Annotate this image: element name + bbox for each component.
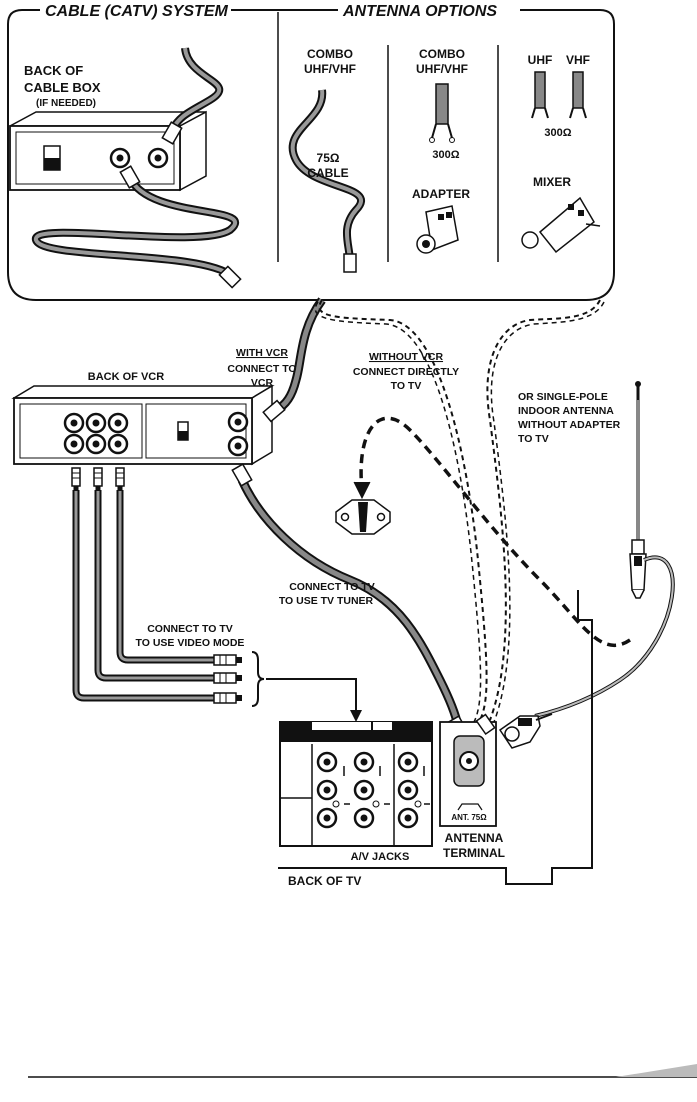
separate-uhf-vhf-option: UHF VHF 300Ω MIXER <box>521 53 601 254</box>
vcr-jack <box>63 412 85 434</box>
adapter-icon <box>416 205 459 254</box>
rca-plug-icon <box>71 467 81 492</box>
brace <box>251 651 265 707</box>
antenna-terminal-line-2: TERMINAL <box>443 846 505 860</box>
combo-300-label-2: UHF/VHF <box>416 62 468 76</box>
with-vcr-label: WITH VCR <box>236 347 288 359</box>
vcr-jack <box>63 433 85 455</box>
av-jacks-label: A/V JACKS <box>351 851 410 863</box>
antenna-options-header: ANTENNA OPTIONS <box>342 3 497 20</box>
combo-300-ohm: 300Ω <box>432 149 459 161</box>
back-of-tv-label: BACK OF TV <box>288 874 361 888</box>
single-pole-line-3: WITHOUT ADAPTER <box>518 419 621 431</box>
cable-box-label-2: CABLE BOX <box>24 80 101 95</box>
cable-box-label-1: BACK OF <box>24 63 83 78</box>
cable-box: BACK OF CABLE BOX (IF NEEDED) <box>9 63 207 192</box>
vcr-jack <box>107 412 129 434</box>
tv-back: A/V JACKS BACK OF TV ANT. 75Ω ANTENNA TE… <box>278 590 593 888</box>
mixer-icon <box>521 196 601 254</box>
combo-75-cable: CABLE <box>307 166 348 180</box>
adapter-label: ADAPTER <box>412 187 470 201</box>
flat-adapter-icon <box>335 499 391 535</box>
with-vcr-vcr: VCR <box>251 377 274 389</box>
twin-lead-icon <box>435 83 449 125</box>
single-pole-line-4: TO TV <box>518 433 549 445</box>
rca-plug-icon <box>213 672 243 684</box>
cable-system-header: CABLE (CATV) SYSTEM <box>45 3 228 20</box>
without-vcr-connect-directly: CONNECT DIRECTLY <box>353 366 459 378</box>
vcr-jack <box>85 412 107 434</box>
rca-plug-icon <box>115 467 125 492</box>
video-mode-line-2: TO USE VIDEO MODE <box>136 637 245 649</box>
antenna-terminal-line-1: ANTENNA <box>445 831 504 845</box>
page-corner-tab <box>616 1064 697 1077</box>
mixer-label: MIXER <box>533 175 571 189</box>
tuner-line-2: TO USE TV TUNER <box>279 595 374 607</box>
combo-75-option: COMBO UHF/VHF 75Ω CABLE <box>288 47 365 273</box>
vcr: BACK OF VCR <box>11 371 275 466</box>
cable-box-jack <box>109 147 131 169</box>
uhf-label: UHF <box>528 53 553 67</box>
rca-plug-icon <box>93 467 103 492</box>
with-vcr-connect-to: CONNECT TO <box>227 363 296 375</box>
video-mode-arrow <box>266 678 362 722</box>
vcr-jack <box>85 433 107 455</box>
push-on-adapter-icon <box>498 713 553 749</box>
combo-75-label-1: COMBO <box>307 47 353 61</box>
cable-box-cables <box>32 47 242 289</box>
vhf-label: VHF <box>566 53 590 67</box>
cable-to-vcr <box>262 297 326 423</box>
rca-plug-icon <box>213 692 243 704</box>
top-panel: CABLE (CATV) SYSTEM ANTENNA OPTIONS <box>7 3 615 301</box>
cable-box-jack <box>147 147 169 169</box>
combo-300-label-1: COMBO <box>419 47 465 61</box>
direct-connection-cables <box>314 299 605 723</box>
single-pole-antenna-icon <box>534 381 675 718</box>
tuner-line-1: CONNECT TO TV <box>289 581 375 593</box>
back-of-vcr-label: BACK OF VCR <box>88 371 164 383</box>
ant-75-label: ANT. 75Ω <box>451 813 487 822</box>
vcr-rf-jack <box>227 435 249 457</box>
single-pole-line-2: INDOOR ANTENNA <box>518 405 614 417</box>
combo-75-label-2: UHF/VHF <box>304 62 356 76</box>
without-vcr-to-tv: TO TV <box>391 380 422 392</box>
video-mode-line-1: CONNECT TO TV <box>147 623 233 635</box>
combo-300-option: COMBO UHF/VHF 300Ω ADAPTER <box>412 47 470 254</box>
av-cables <box>72 490 214 702</box>
vcr-rf-jack <box>227 411 249 433</box>
single-pole-line-1: OR SINGLE-POLE <box>518 391 608 403</box>
rca-plug-icon <box>213 654 243 666</box>
combo-75-ohm: 75Ω <box>317 151 340 165</box>
adapter-direction-arrow <box>353 416 631 648</box>
cable-box-label-3: (IF NEEDED) <box>36 98 96 109</box>
separate-ohm: 300Ω <box>544 127 571 139</box>
vcr-jack <box>107 433 129 455</box>
